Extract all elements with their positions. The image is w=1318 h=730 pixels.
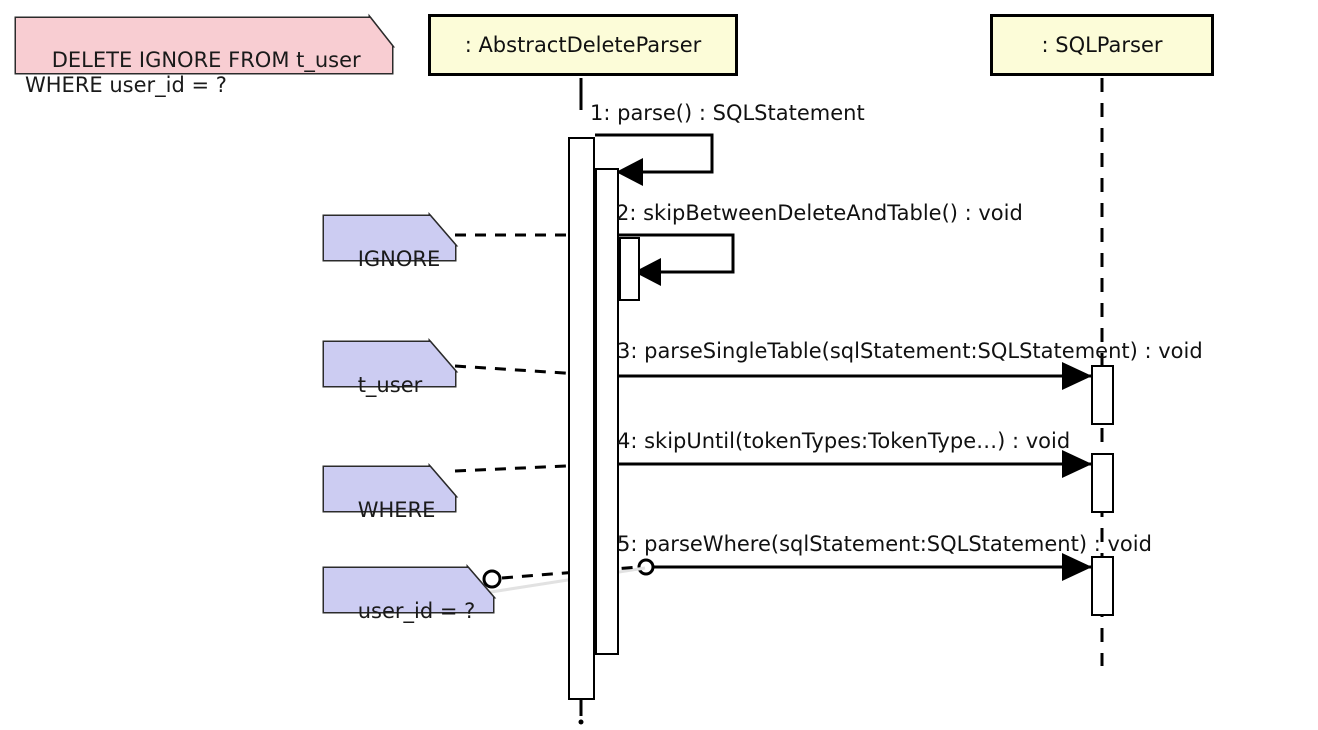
- note-fill-user-id: [324, 568, 493, 612]
- message-label-5: 5: parseWhere(sqlStatement:SQLStatement)…: [617, 532, 1152, 556]
- message-label-2-text: 2: skipBetweenDeleteAndTable() : void: [616, 201, 1023, 225]
- note-anchor-circle-user-id: [482, 569, 502, 589]
- note-token-t-user-text: t_user: [357, 372, 423, 397]
- message-label-2: 2: skipBetweenDeleteAndTable() : void: [616, 201, 1023, 225]
- activation-bar-abstract-delete-parser-nested-1: [595, 168, 619, 655]
- note-token-where-text: WHERE: [357, 497, 436, 522]
- note-token-t-user[interactable]: t_user: [324, 342, 455, 397]
- participant-abstract-delete-parser[interactable]: : AbstractDeleteParser: [428, 14, 738, 76]
- message-5-arrowhead: [1062, 553, 1092, 581]
- participant-abstract-delete-parser-label: : AbstractDeleteParser: [464, 33, 702, 57]
- message-1-arrow: [595, 133, 714, 174]
- note-token-ignore[interactable]: IGNORE: [324, 216, 455, 271]
- message-label-4: 4: skipUntil(tokenTypes:TokenType…) : vo…: [617, 429, 1070, 453]
- message-3-arrowhead: [1062, 362, 1092, 390]
- activation-bar-abstract-delete-parser-nested-2: [619, 237, 640, 301]
- note-fill-sql-statement: [16, 18, 392, 73]
- note-token-ignore-text: IGNORE: [357, 246, 441, 271]
- participant-sql-parser[interactable]: : SQLParser: [990, 14, 1214, 76]
- message-label-5-text: 5: parseWhere(sqlStatement:SQLStatement)…: [617, 532, 1152, 556]
- activation-bar-sql-parser-3: [1091, 365, 1114, 425]
- note-sql-statement-text: DELETE IGNORE FROM t_user WHERE user_id …: [25, 47, 361, 97]
- note-sql-statement[interactable]: DELETE IGNORE FROM t_user WHERE user_id …: [16, 18, 392, 97]
- message-label-1: 1: parse() : SQLStatement: [590, 101, 865, 125]
- note-token-where[interactable]: WHERE: [324, 467, 455, 522]
- note-fill-ignore: [324, 216, 455, 260]
- activation-bar-sql-parser-4: [1091, 453, 1114, 513]
- message-5-anchor-circle: [637, 558, 655, 576]
- message-2-arrowhead: [634, 258, 661, 286]
- note-fill-where: [324, 467, 455, 511]
- note-token-user-id[interactable]: user_id = ?: [324, 568, 493, 623]
- participant-sql-parser-label: : SQLParser: [1041, 33, 1163, 57]
- note-fill-t-user: [324, 342, 455, 386]
- activation-bar-sql-parser-5: [1091, 556, 1114, 616]
- message-4-arrowhead: [1062, 450, 1092, 478]
- message-2-arrow: [611, 233, 735, 274]
- message-label-3: 3: parseSingleTable(sqlStatement:SQLStat…: [617, 339, 1203, 363]
- note-token-user-id-text: user_id = ?: [357, 598, 476, 623]
- message-label-4-text: 4: skipUntil(tokenTypes:TokenType…) : vo…: [617, 429, 1071, 453]
- activation-bar-abstract-delete-parser-outer: [568, 137, 595, 700]
- lifeline-abstract-delete-parser-end-dot: [578, 719, 584, 725]
- message-1-arrowhead: [616, 158, 643, 186]
- message-label-3-text: 3: parseSingleTable(sqlStatement:SQLStat…: [617, 339, 1203, 363]
- message-label-1-text: 1: parse() : SQLStatement: [590, 101, 865, 125]
